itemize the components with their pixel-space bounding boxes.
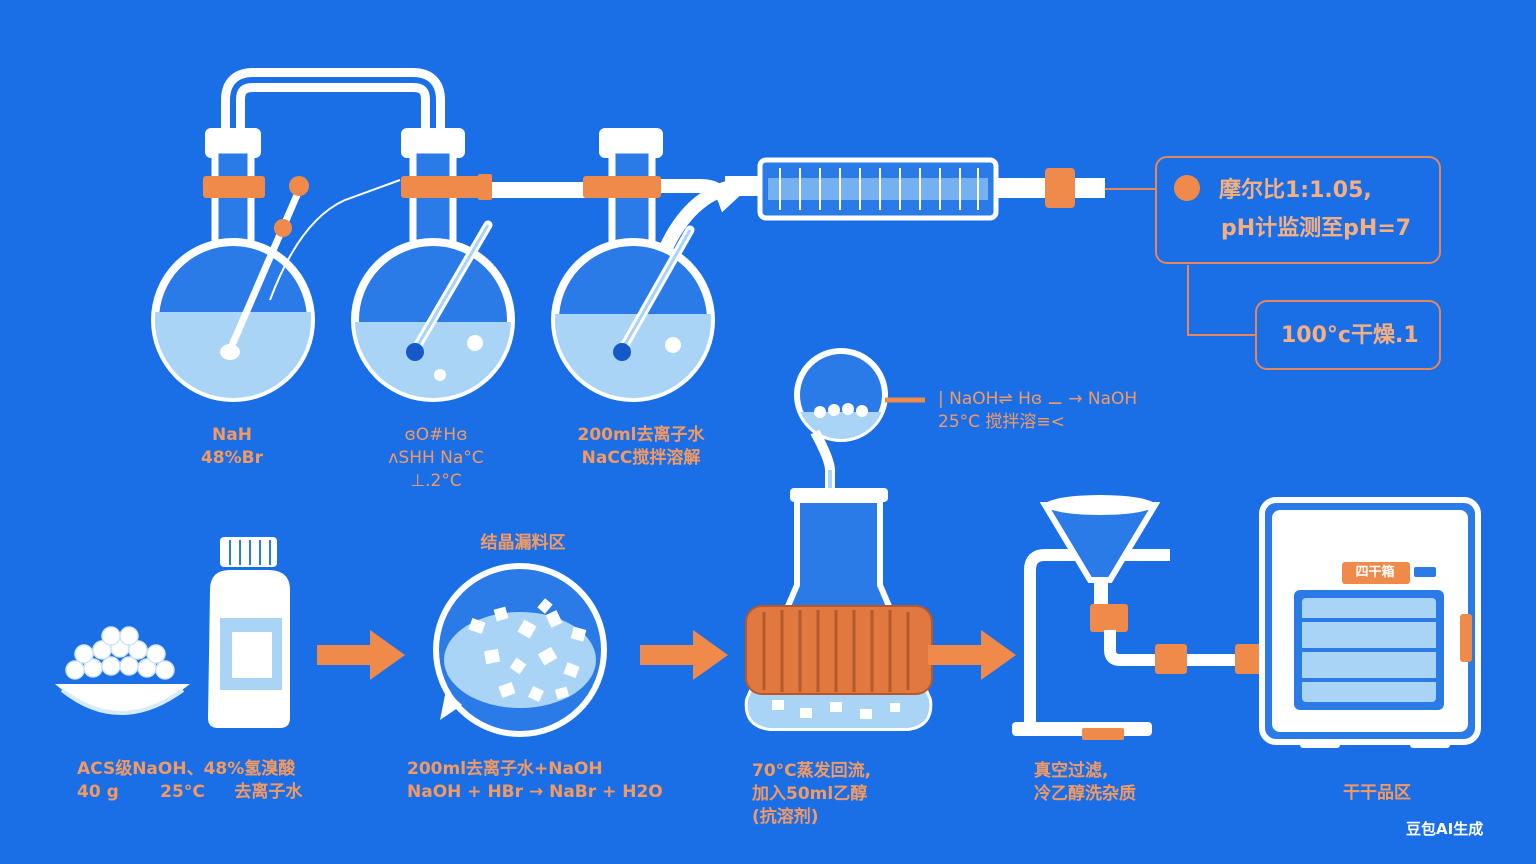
crystallize-line2: NaOH + HBr → NaBr + H2O [407,782,663,802]
clamp-1 [203,176,265,198]
reflux-line2: 加入50ml乙醇 [752,784,868,804]
bridge-tube [221,68,445,152]
ph-monitor-text: pH计监测至pH=7 [1221,216,1412,241]
flow-arrows [317,630,1016,680]
crystal-dish [433,563,607,737]
watermark: 豆包AI生成 [1406,820,1484,838]
flask-1 [151,128,315,402]
flask-2 [351,128,515,402]
drying-note: 100°c干燥.1 [1255,300,1441,370]
reagent-bowl [55,626,190,715]
flask3-label: 200ml去离子水 NaCC搅拌溶解 [577,424,704,470]
reagents-line2: 40 g 25°C 去离子水 [77,782,303,802]
clamp-2 [401,176,481,198]
dropping-bulb [794,348,925,540]
filter-line1: 真空过滤, [1034,761,1109,781]
oven-tag-text: 四干箱 [1355,565,1395,580]
wire [269,179,401,301]
flask1-label: NaH 48%Br [201,424,263,470]
funnel-label: | NaOH⇌ Hɞ ⚊ → NaOH 25°C 搅拌溶≡< [938,388,1137,434]
crystal-zone-title: 结晶漏料区 [480,533,566,553]
molar-ratio-text: 摩尔比1:1.05, [1219,178,1372,203]
reflux-label: 70°C蒸发回流, 加入50ml乙醇 (抗溶剂) [752,760,871,829]
crystallize-line1: 200ml去离子水+NaOH [407,759,603,779]
flask2-line1: ɞO#Hɞ [404,425,468,445]
note-dot [1174,175,1200,201]
filter-line2: 冷乙醇洗杂质 [1034,784,1136,804]
oven-handle [1460,614,1472,662]
flask2-line2: ʌSHH Na°C [388,448,484,468]
oven-tag [1342,562,1410,584]
crystallize-label: 200ml去离子水+NaOH NaOH + HBr → NaBr + H2O [407,758,663,804]
filter-label: 真空过滤, 冷乙醇洗杂质 [1034,760,1136,806]
filter-apparatus [1012,495,1265,740]
reagents-line1: ACS级NaOH、48%氢溴酸 [77,759,296,779]
reflux-line3: (抗溶剂) [752,807,819,827]
reflux-line1: 70°C蒸发回流, [752,761,872,781]
funnel-line2: 25°C 搅拌溶≡< [938,412,1065,432]
clamp-3 [583,176,661,198]
heating-mantle [745,605,933,695]
note-connector [1187,265,1255,336]
flask1-line2: 48%Br [200,448,264,468]
reagents-label: ACS级NaOH、48%氢溴酸 40 g 25°C 去离子水 [77,758,302,804]
reagent-bottle [208,537,290,728]
funnel-line1: | NaOH⇌ Hɞ ⚊ → NaOH [938,389,1138,409]
drying-oven [1259,497,1481,748]
dry-zone-label: 干干品区 [1343,783,1411,803]
condenser [725,157,1155,221]
molar-ratio-note: 摩尔比1:1.05, pH计监测至pH=7 [1155,156,1441,264]
flask3-line1: 200ml去离子水 [577,425,705,445]
flask2-label: ɞO#Hɞ ʌSHH Na°C ⊥.2°C [388,424,483,493]
drying-text: 100°c干燥.1 [1281,323,1419,348]
flask-3 [551,128,715,402]
flask1-line1: NaH [212,425,252,445]
flask3-line2: NaCC搅拌溶解 [581,448,701,468]
flask2-line3: ⊥.2°C [410,471,462,491]
reflux-flask [744,488,933,731]
